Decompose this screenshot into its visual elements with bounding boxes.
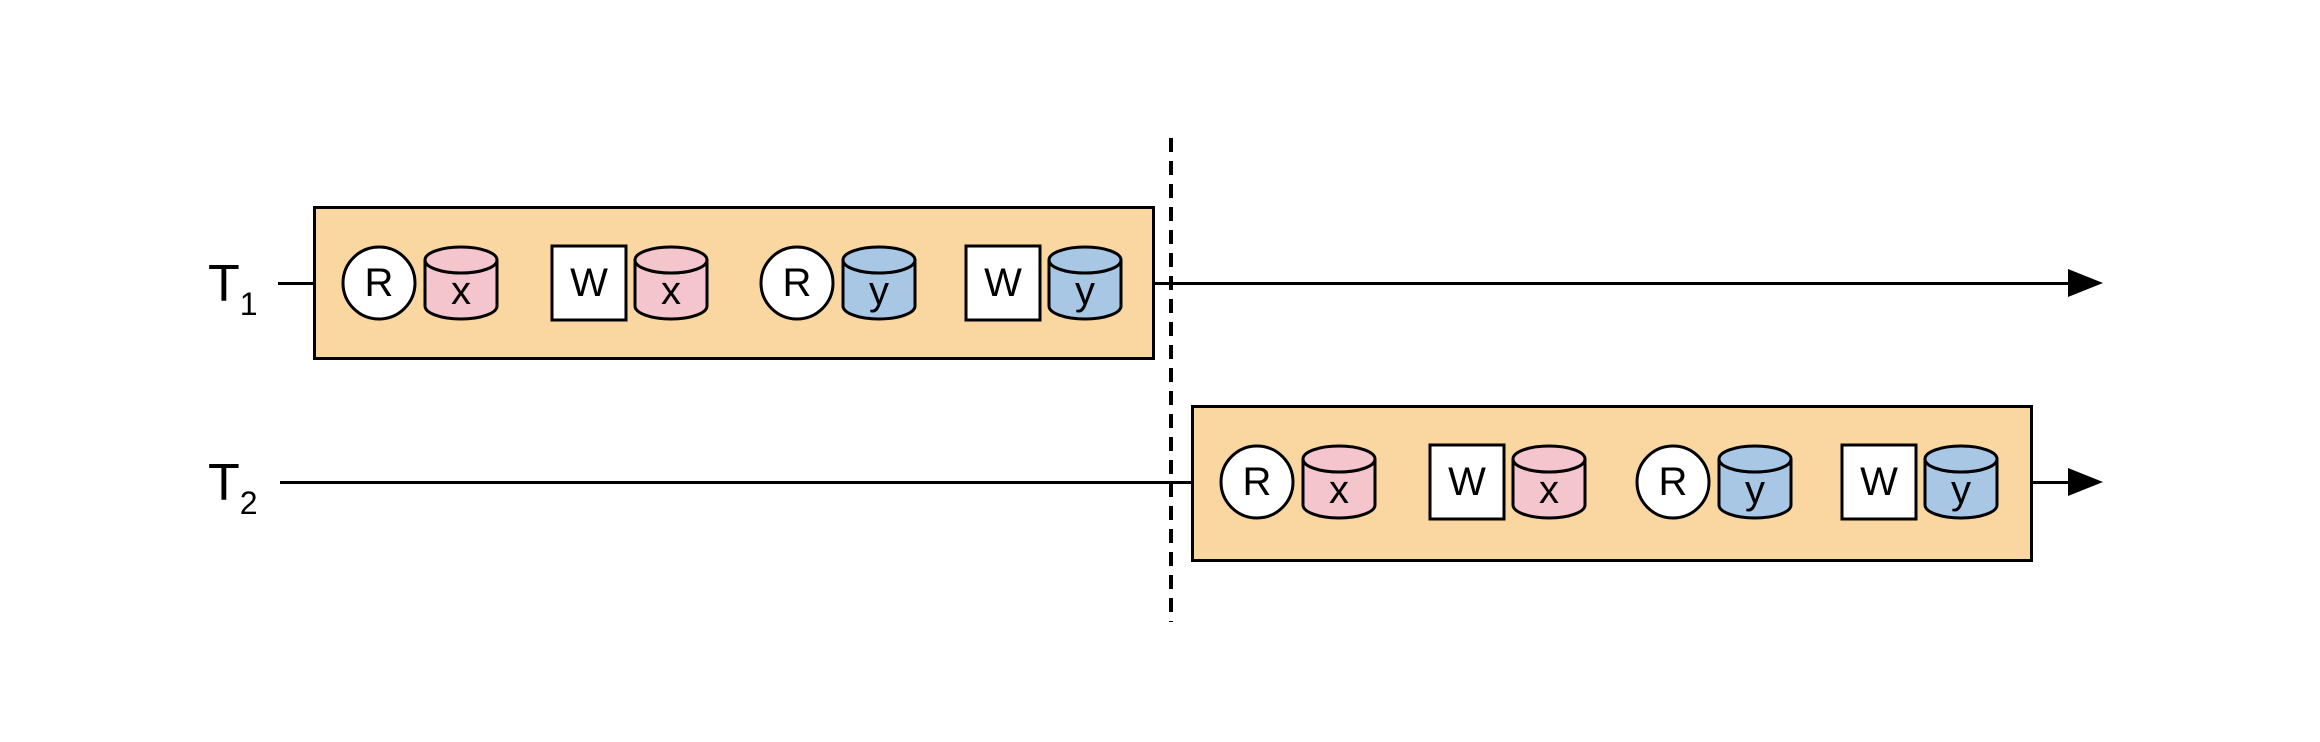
t2-write-x-square: W [1428,443,1506,521]
write-operation-icon [1840,443,1918,521]
timeline-t2 [280,481,2070,484]
database-cylinder-icon [1717,444,1793,520]
database-cylinder-icon [1301,444,1377,520]
t2-data-y-cylinder: y [1922,443,2000,521]
transaction-1-label: T1 [208,255,258,322]
t1-data-x-cylinder: x [632,244,710,322]
op-label: W [1860,460,1898,504]
database-cylinder-icon [1047,245,1123,321]
read-operation-icon [1635,444,1711,520]
t1-write-y-square: W [964,244,1042,322]
op-label: R [782,261,812,305]
data-item-label: y [869,269,889,313]
time-separator-dashed-line [1169,138,1173,622]
t1-read-y-circle: R [758,244,836,322]
database-cylinder-icon [1511,444,1587,520]
op-label: W [570,261,608,305]
t2-read-y-circle: R [1634,443,1712,521]
t1-data-y-cylinder: y [1046,244,1124,322]
write-operation-icon [1428,443,1506,521]
data-item-label: y [1075,269,1095,313]
database-cylinder-icon [423,245,499,321]
t1-write-x-square: W [550,244,628,322]
arrowhead-t2-icon [2068,468,2103,496]
t2-data-x-cylinder: x [1300,443,1378,521]
read-operation-icon [341,245,417,321]
op-label: W [984,261,1022,305]
t2-data-x-cylinder: x [1510,443,1588,521]
database-cylinder-icon [841,245,917,321]
write-operation-icon [550,244,628,322]
t1-data-x-cylinder: x [422,244,500,322]
data-item-label: y [1951,468,1971,512]
op-label: R [364,261,394,305]
write-operation-icon [964,244,1042,322]
data-item-label: x [1329,468,1349,512]
t2-read-x-circle: R [1218,443,1296,521]
read-operation-icon [1219,444,1295,520]
database-cylinder-icon [633,245,709,321]
read-operation-icon [759,245,835,321]
t1-data-y-cylinder: y [840,244,918,322]
arrowhead-t1-icon [2068,269,2103,297]
transaction-2-label: T2 [208,454,258,521]
data-item-label: x [661,269,681,313]
op-label: W [1448,460,1486,504]
database-cylinder-icon [1923,444,1999,520]
t2-write-y-square: W [1840,443,1918,521]
op-label: R [1658,460,1688,504]
t1-read-x-circle: R [340,244,418,322]
timeline-t1 [278,282,2070,285]
data-item-label: x [1539,468,1559,512]
data-item-label: x [451,269,471,313]
op-label: R [1242,460,1272,504]
t2-data-y-cylinder: y [1716,443,1794,521]
data-item-label: y [1745,468,1765,512]
